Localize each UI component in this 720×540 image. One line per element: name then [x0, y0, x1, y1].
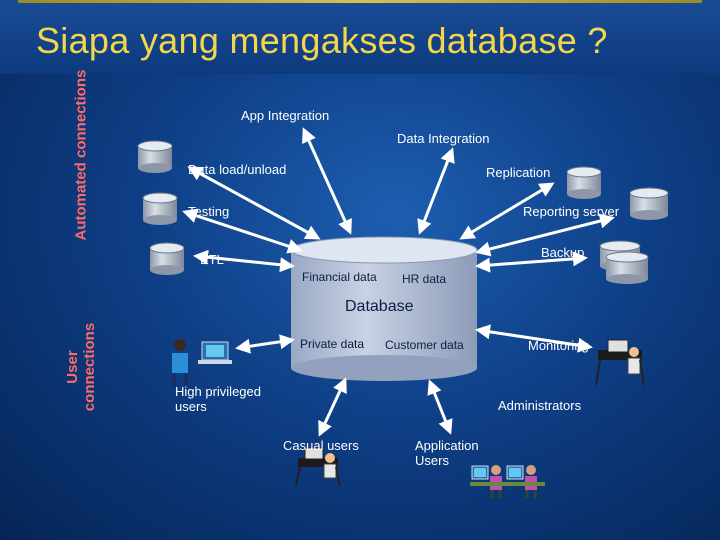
db-icon-reporting-server — [630, 188, 668, 220]
monitoring-admin-icon — [596, 340, 644, 385]
hr-data-label: HR data — [402, 272, 446, 286]
db-icon-data-load — [138, 141, 172, 173]
arrow-data-load — [190, 168, 318, 238]
db-icon-etl — [150, 243, 184, 275]
high-privileged-user-icon — [172, 339, 232, 387]
reporting-server-label: Reporting server — [523, 204, 619, 219]
casual-user-icon — [296, 448, 340, 486]
etl-label: ETL — [200, 252, 224, 267]
automated-connections-label: Automated connections — [73, 121, 90, 241]
backup-label: Backup — [541, 245, 584, 260]
application-users-label: Application Users — [415, 438, 495, 468]
private-data-label: Private data — [300, 337, 364, 351]
user-connections-label: User connections — [64, 307, 98, 427]
arrow-data-integration — [420, 150, 452, 232]
arrow-high-privileged — [238, 340, 292, 348]
arrow-casual-users — [320, 380, 345, 434]
financial-data-label: Financial data — [302, 270, 377, 284]
customer-data-label: Customer data — [385, 338, 464, 352]
data-integration-label: Data Integration — [397, 131, 490, 146]
testing-label: Testing — [188, 204, 229, 219]
casual-users-label: Casual users — [283, 438, 359, 453]
db-icon-replication — [567, 167, 601, 199]
user-connections-text: User connections — [64, 323, 98, 411]
data-load-label: Data load/unload — [188, 162, 286, 177]
db-icon-backup — [600, 241, 648, 284]
replication-label: Replication — [486, 165, 550, 180]
arrow-application-users — [430, 382, 450, 432]
db-icon-testing — [143, 193, 177, 225]
application-user-icon-2 — [505, 465, 545, 498]
app-integration-label: App Integration — [241, 108, 329, 123]
application-user-icon-1 — [470, 465, 510, 498]
high-privileged-label: High privileged users — [175, 384, 285, 414]
administrators-label: Administrators — [498, 398, 581, 413]
database-title: Database — [345, 298, 414, 316]
arrow-app-integration — [304, 130, 350, 232]
monitoring-label: Monitoring — [528, 338, 589, 353]
